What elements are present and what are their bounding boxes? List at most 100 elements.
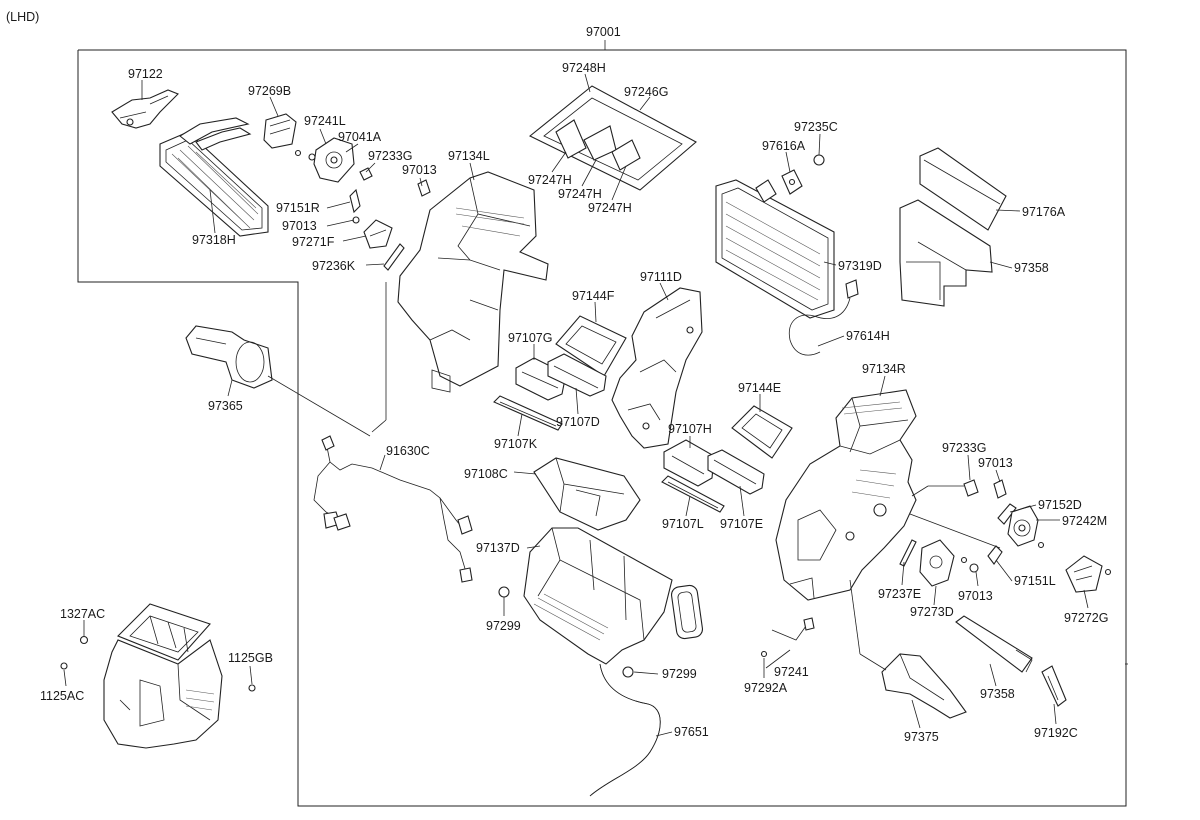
part-label[interactable]: 97152D — [1038, 498, 1082, 512]
heater-core-97318H — [159, 117, 269, 237]
part-label[interactable]: 97233G — [942, 441, 986, 455]
pin-icon — [969, 563, 979, 573]
bolt-1327AC — [79, 635, 89, 645]
part-label[interactable]: 97108C — [464, 467, 508, 481]
part-label[interactable]: 97237E — [878, 587, 921, 601]
screw-icon — [1037, 541, 1045, 549]
frame-97144F — [555, 315, 627, 377]
part-label[interactable]: 97176A — [1022, 205, 1066, 219]
duct-97375 — [881, 653, 967, 719]
sensor-97614H — [788, 279, 859, 356]
partition-97111D — [611, 287, 703, 449]
part-label[interactable]: 97236K — [312, 259, 356, 273]
part-label[interactable]: 97013 — [282, 219, 317, 233]
part-label[interactable]: 97122 — [128, 67, 163, 81]
filter-97192C — [1041, 665, 1067, 707]
part-label[interactable]: 97151L — [1014, 574, 1056, 588]
part-label[interactable]: 97144F — [572, 289, 615, 303]
part-label[interactable]: 97013 — [978, 456, 1013, 470]
part-label[interactable]: 1125GB — [228, 651, 273, 665]
duct-97358-lower — [955, 615, 1033, 673]
frame-97144E — [731, 405, 793, 459]
part-label[interactable]: 97358 — [980, 687, 1015, 701]
actuator-97273D — [919, 539, 955, 587]
sensor-97241 — [771, 617, 815, 641]
part-label[interactable]: 97242M — [1062, 514, 1107, 528]
part-label[interactable]: 97134R — [862, 362, 906, 376]
screw-icon — [294, 149, 302, 157]
clip-97616A — [781, 169, 803, 195]
linkage-97151R — [349, 188, 361, 214]
part-label[interactable]: 97111D — [640, 270, 682, 284]
part-label[interactable]: 97247H — [588, 201, 632, 215]
drain-hose-97651 — [589, 663, 661, 797]
rod-97237E — [899, 539, 917, 567]
part-label[interactable]: 97144E — [738, 381, 781, 395]
clip-97013 — [417, 179, 431, 197]
part-label[interactable]: 97137D — [476, 541, 520, 555]
part-label[interactable]: 97375 — [904, 730, 939, 744]
duct-97358 — [899, 199, 993, 307]
part-label[interactable]: 97318H — [192, 233, 236, 247]
leader-lines — [63, 73, 1128, 737]
variant-label: (LHD) — [6, 10, 39, 24]
clip-97299 — [498, 586, 510, 598]
part-label[interactable]: 97271F — [292, 235, 335, 249]
part-label[interactable]: 97107E — [720, 517, 763, 531]
part-label[interactable]: 97616A — [762, 139, 806, 153]
assembly-number-label: 97001 — [586, 25, 621, 39]
part-label[interactable]: 97233G — [368, 149, 412, 163]
part-label[interactable]: 97651 — [674, 725, 709, 739]
part-label[interactable]: 97134L — [448, 149, 490, 163]
part-label[interactable]: 97248H — [562, 61, 606, 75]
part-label[interactable]: 97013 — [958, 589, 993, 603]
bracket-97122 — [111, 89, 179, 129]
part-label[interactable]: 97246G — [624, 85, 668, 99]
part-label[interactable]: 97107K — [494, 437, 538, 451]
linkage-97151L — [987, 545, 1003, 565]
part-label[interactable]: 97151R — [276, 201, 320, 215]
part-label[interactable]: 97299 — [486, 619, 521, 633]
part-label[interactable]: 97247H — [558, 187, 602, 201]
part-label[interactable]: 97614H — [846, 329, 890, 343]
filter-frame-97246G — [528, 85, 697, 191]
door-97107D — [547, 353, 607, 397]
part-label[interactable]: 97299 — [662, 667, 697, 681]
part-label[interactable]: 97241 — [774, 665, 809, 679]
part-label[interactable]: 97358 — [1014, 261, 1049, 275]
part-label[interactable]: 97107L — [662, 517, 704, 531]
bolt-1125GB — [248, 684, 256, 692]
clip-97233G-right — [963, 479, 979, 497]
part-label[interactable]: 97269B — [248, 84, 291, 98]
part-label[interactable]: 97107H — [668, 422, 712, 436]
part-label[interactable]: 97273D — [910, 605, 954, 619]
actuator-97365 — [185, 325, 273, 389]
part-label[interactable]: 97241L — [304, 114, 346, 128]
part-label[interactable]: 97192C — [1034, 726, 1078, 740]
wiring-harness-91630C — [313, 435, 473, 583]
door-97107K — [493, 395, 563, 431]
part-label[interactable]: 97013 — [402, 163, 437, 177]
part-label[interactable]: 97292A — [744, 681, 788, 695]
part-label[interactable]: 97272G — [1064, 611, 1108, 625]
part-label[interactable]: 97319D — [838, 259, 882, 273]
part-label[interactable]: 97041A — [338, 130, 382, 144]
clip-97233G — [359, 167, 373, 181]
part-label[interactable]: 97235C — [794, 120, 838, 134]
mount-97269B — [263, 113, 297, 149]
screw-icon — [960, 556, 968, 564]
part-label[interactable]: 97107G — [508, 331, 552, 345]
part-label[interactable]: 97107D — [556, 415, 600, 429]
part-label[interactable]: 1327AC — [60, 607, 105, 621]
part-label[interactable]: 1125AC — [40, 689, 84, 703]
actuator-97041A — [313, 137, 355, 183]
bolt-1125AC — [60, 662, 68, 670]
linkage-97271F — [363, 219, 393, 249]
part-label[interactable]: 91630C — [386, 444, 430, 458]
part-label[interactable]: 97365 — [208, 399, 243, 413]
clip-97299-lower — [622, 666, 634, 678]
assembly-frame — [77, 40, 1127, 807]
actuator-97272G — [1065, 555, 1103, 593]
part-label[interactable]: 97247H — [528, 173, 572, 187]
actuator-97242M — [1007, 505, 1039, 547]
